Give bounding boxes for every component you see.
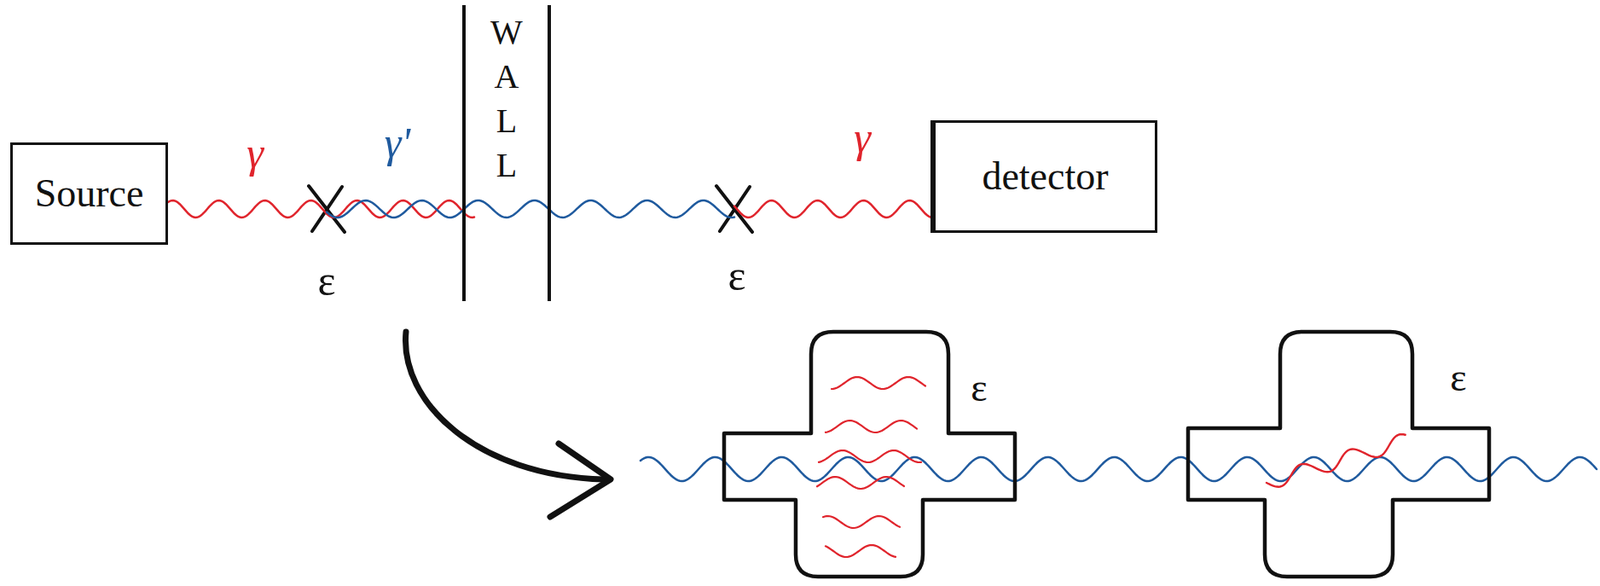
photon-propagator bbox=[1014, 457, 1189, 482]
loop-outline bbox=[1188, 331, 1490, 577]
wave-group bbox=[462, 200, 1597, 557]
mixing-label: ε bbox=[1449, 358, 1467, 398]
photon-wave bbox=[825, 420, 917, 433]
detector-box: detector bbox=[930, 120, 1158, 233]
wall: W A L L bbox=[462, 5, 551, 302]
photon-wave bbox=[831, 376, 926, 389]
photon-wave bbox=[817, 476, 905, 489]
wall-label: W A L L bbox=[484, 10, 529, 188]
loop-outline-path bbox=[1188, 331, 1490, 577]
arrow-head bbox=[550, 443, 611, 517]
curved-arrow bbox=[405, 331, 611, 517]
vertex-stroke bbox=[308, 185, 345, 232]
box-label: detector bbox=[981, 155, 1108, 199]
photon-wave bbox=[168, 200, 327, 218]
photon-propagator bbox=[168, 200, 463, 218]
photon-wave bbox=[825, 544, 896, 557]
hidden-photon-wave bbox=[640, 457, 1015, 482]
mixing-label: ε bbox=[318, 259, 337, 302]
photon-wave bbox=[326, 200, 463, 218]
vertex-stroke bbox=[716, 185, 753, 232]
hidden-photon-wave bbox=[326, 200, 463, 218]
hidden-photon-wave bbox=[550, 200, 735, 218]
hidden-photon-wave bbox=[1014, 457, 1189, 482]
vertex-stroke bbox=[312, 186, 343, 232]
photon-propagator bbox=[550, 200, 931, 218]
photon-wave bbox=[818, 450, 922, 463]
vertex-stroke bbox=[719, 186, 750, 232]
photon-wave bbox=[823, 515, 900, 528]
mixing-vertex bbox=[308, 185, 345, 232]
hidden-photon-label: γ' bbox=[384, 121, 411, 164]
photon-wave bbox=[734, 200, 931, 218]
loop-diagram: ε bbox=[724, 331, 1015, 577]
hidden-photon-wave bbox=[462, 200, 551, 218]
mixing-vertex bbox=[716, 185, 753, 232]
photon-wave bbox=[1266, 434, 1406, 487]
hidden-photon-wave bbox=[1188, 457, 1597, 482]
loop-outline-path bbox=[724, 331, 1015, 577]
box-label: Source bbox=[34, 172, 145, 216]
loop-diagram: ε bbox=[1188, 331, 1490, 577]
photon-label: γ bbox=[246, 131, 264, 174]
source-box: Source bbox=[10, 142, 169, 245]
photon-label: γ bbox=[853, 115, 871, 159]
mixing-label: ε bbox=[728, 254, 747, 297]
mixing-label: ε bbox=[970, 368, 987, 408]
